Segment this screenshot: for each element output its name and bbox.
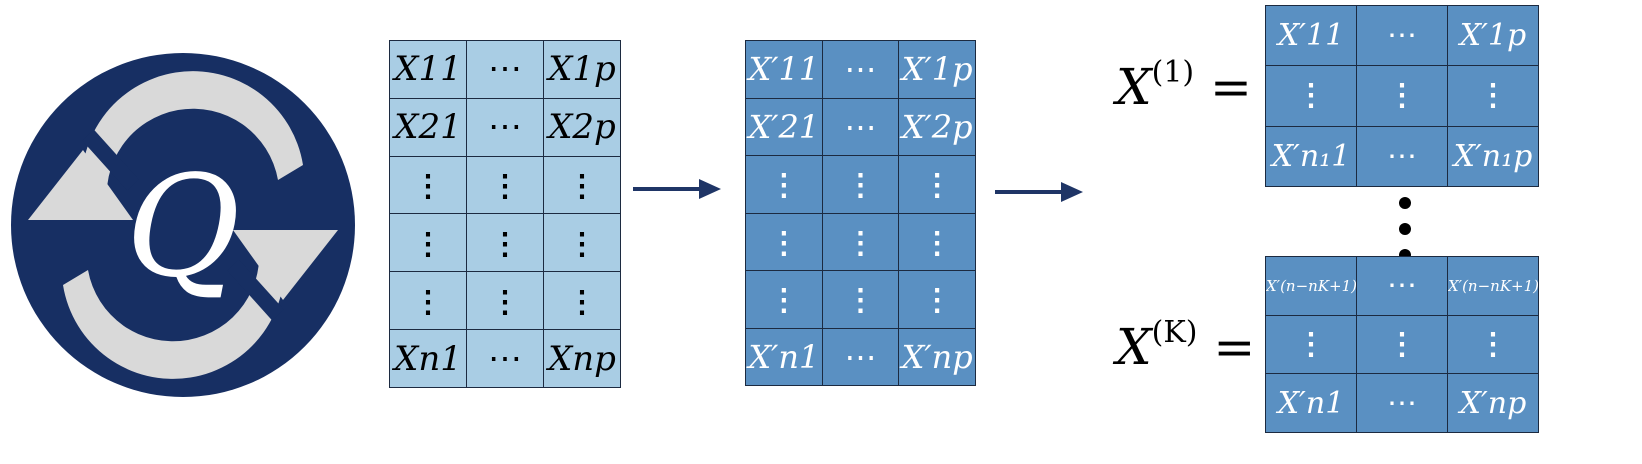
matrix-cell: ⋮ bbox=[389, 155, 467, 215]
split-last-label: X(K) = bbox=[1116, 315, 1256, 376]
matrix-cell: ⋮ bbox=[821, 212, 900, 271]
arrow-split bbox=[995, 182, 1083, 202]
matrix-cell: ⋯ bbox=[466, 329, 544, 388]
matrix-row: X′n1⋯X′np bbox=[1265, 373, 1539, 433]
matrix-cell: ⋮ bbox=[1447, 65, 1539, 127]
matrix-cell: X1p bbox=[543, 40, 621, 99]
matrix-row: ⋮⋮⋮ bbox=[389, 213, 621, 273]
matrix-split-last: X′(n−nK+1)1⋯X′(n−nK+1)p⋮⋮⋮X′n1⋯X′np bbox=[1265, 256, 1539, 433]
matrix-cell: ⋯ bbox=[821, 40, 900, 99]
matrix-cell: X′1p bbox=[898, 40, 976, 99]
matrix-cell: X′(n−nK+1)1 bbox=[1265, 256, 1357, 316]
matrix-cell: X′n1 bbox=[745, 327, 823, 386]
matrix-cell: ⋮ bbox=[745, 155, 823, 214]
matrix-cell: ⋯ bbox=[821, 97, 900, 156]
matrix-cell: ⋮ bbox=[821, 270, 900, 329]
matrix-cell: ⋯ bbox=[1356, 4, 1448, 67]
logo-refresh-arrow-top bbox=[81, 71, 304, 211]
arrow-transform bbox=[633, 179, 721, 199]
matrix-cell: X′n1 bbox=[1265, 373, 1357, 433]
matrix-cell: ⋮ bbox=[898, 270, 976, 329]
matrix-cell: X2p bbox=[543, 97, 621, 157]
matrix-cell: ⋮ bbox=[1447, 314, 1539, 375]
matrix-cell: ⋮ bbox=[821, 155, 900, 214]
matrix-cell: ⋯ bbox=[1356, 125, 1448, 188]
matrix-cell: ⋮ bbox=[745, 212, 823, 271]
matrix-row: ⋮⋮⋮ bbox=[745, 155, 976, 214]
matrix-row: ⋮⋮⋮ bbox=[389, 155, 621, 215]
matrix-cell: X′11 bbox=[745, 40, 823, 99]
matrix-row: Xn1⋯Xnp bbox=[389, 329, 621, 388]
matrix-cell: ⋯ bbox=[821, 327, 900, 386]
matrix-cell: ⋮ bbox=[898, 155, 976, 214]
matrix-cell: Xnp bbox=[543, 329, 621, 388]
matrix-cell: ⋮ bbox=[466, 213, 544, 273]
matrix-cell: X′2p bbox=[898, 97, 976, 156]
split-first-label: X(1) = bbox=[1116, 55, 1252, 116]
matrix-cell: Xn1 bbox=[389, 329, 467, 388]
matrix-row: X′n₁1⋯X′n₁p bbox=[1265, 125, 1539, 188]
matrix-row: X′21⋯X′2p bbox=[745, 97, 976, 156]
matrix-cell: ⋮ bbox=[1356, 314, 1448, 375]
matrix-cell: X11 bbox=[389, 40, 467, 99]
matrix-row: X21⋯X2p bbox=[389, 97, 621, 157]
matrix-cell: ⋯ bbox=[466, 97, 544, 157]
matrix-row: ⋮⋮⋮ bbox=[745, 212, 976, 271]
matrix-cell: X′n₁1 bbox=[1265, 125, 1357, 188]
matrix-cell: X′np bbox=[898, 327, 976, 386]
matrix-cell: ⋮ bbox=[1356, 65, 1448, 127]
matrix-row: ⋮⋮⋮ bbox=[1265, 314, 1539, 375]
matrix-row: X′11⋯X′1p bbox=[1265, 4, 1539, 67]
matrix-cell: ⋮ bbox=[745, 270, 823, 329]
logo-arrowhead-left bbox=[28, 150, 133, 220]
matrix-cell: X′11 bbox=[1265, 4, 1357, 67]
matrix-cell: X′1p bbox=[1447, 4, 1539, 67]
matrix-cell: X′n₁p bbox=[1447, 125, 1539, 188]
matrix-cell: X′(n−nK+1)p bbox=[1447, 256, 1539, 316]
matrix-cell: X21 bbox=[389, 97, 467, 157]
matrix-cell: ⋮ bbox=[466, 271, 544, 331]
logo-refresh-arrow-bottom bbox=[63, 240, 285, 379]
matrix-cell: ⋮ bbox=[543, 155, 621, 215]
q-logo: Q bbox=[11, 53, 355, 397]
logo-arrowhead-right bbox=[233, 230, 338, 300]
matrix-cell: ⋯ bbox=[1356, 256, 1448, 316]
matrix-cell: ⋮ bbox=[1265, 314, 1357, 375]
matrix-row: X′11⋯X′1p bbox=[745, 40, 976, 99]
matrix-cell: ⋮ bbox=[543, 213, 621, 273]
matrix-row: ⋮⋮⋮ bbox=[1265, 65, 1539, 127]
matrix-cell: ⋮ bbox=[543, 271, 621, 331]
matrix-row: X′(n−nK+1)1⋯X′(n−nK+1)p bbox=[1265, 256, 1539, 316]
matrix-cell: X′np bbox=[1447, 373, 1539, 433]
matrix-split-first: X′11⋯X′1p⋮⋮⋮X′n₁1⋯X′n₁p bbox=[1265, 4, 1539, 188]
matrix-row: ⋮⋮⋮ bbox=[745, 270, 976, 329]
matrix-cell: ⋯ bbox=[466, 40, 544, 99]
matrix-cell: ⋯ bbox=[1356, 373, 1448, 433]
matrix-cell: ⋮ bbox=[1265, 65, 1357, 127]
logo-letter: Q bbox=[126, 146, 241, 309]
matrix-cell: ⋮ bbox=[898, 212, 976, 271]
matrix-cell: ⋮ bbox=[466, 155, 544, 215]
matrix-cell: X′21 bbox=[745, 97, 823, 156]
matrix-row: X′n1⋯X′np bbox=[745, 327, 976, 386]
matrix-cell: ⋮ bbox=[389, 271, 467, 331]
matrix-cell: ⋮ bbox=[389, 213, 467, 273]
matrix-row: ⋮⋮⋮ bbox=[389, 271, 621, 331]
matrix-row: X11⋯X1p bbox=[389, 40, 621, 99]
